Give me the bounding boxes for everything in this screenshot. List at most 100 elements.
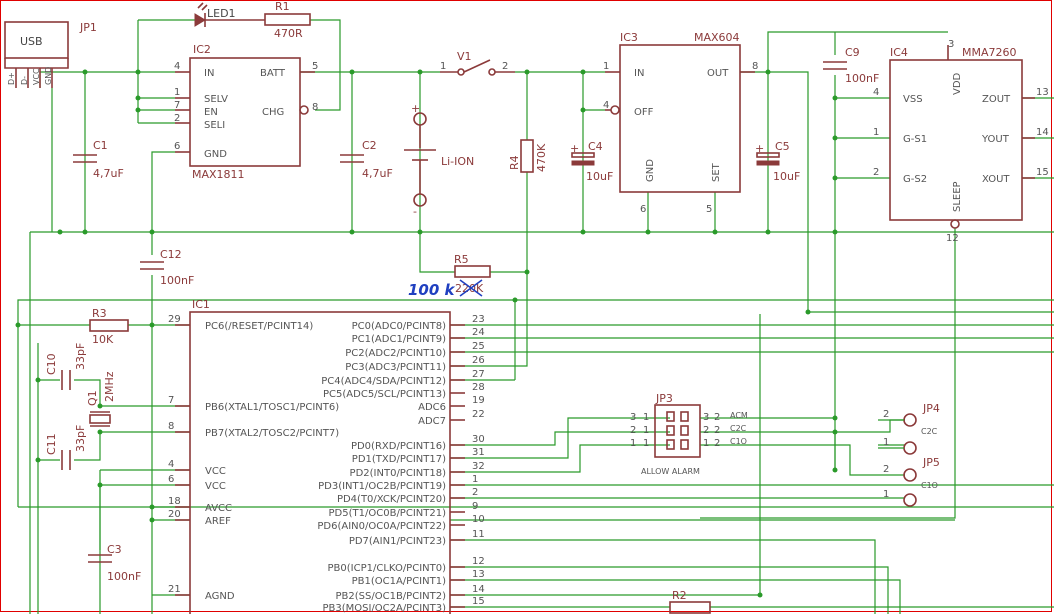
ic1-right-pin-number: 14 (472, 584, 485, 595)
ic1-left-pin-number: 29 (168, 314, 181, 325)
ic1-right-pin-number: 32 (472, 461, 485, 472)
ic4-pinnum-xout: 15 (1036, 167, 1049, 178)
ic1-right-pin-name: PC0(ADC0/PCINT8) (352, 321, 446, 332)
led1-ref: LED1 (207, 7, 236, 20)
c9-ref: C9 (845, 46, 860, 59)
ic1-right-pin-name: PD3(INT1/OC2B/PCINT19) (318, 481, 446, 492)
ic4-pin-gs1: G-S1 (903, 134, 927, 145)
ic1-right-pins: 23PC0(ADC0/PCINT8)24PC1(ADC1/PCINT9)25PC… (317, 314, 484, 614)
ic3-pin-off: OFF (634, 107, 654, 118)
jp3-l1b: 1 (643, 412, 649, 423)
ic4-pinnum-gs1: 1 (873, 127, 879, 138)
ic2-pin-batt: BATT (260, 68, 286, 79)
c5-value: 10uF (773, 170, 800, 183)
ic1-right-pin-number: 13 (472, 569, 485, 580)
r3-ref: R3 (92, 307, 107, 320)
capacitor-c9: C9 100nF (823, 46, 879, 85)
ic1-left-pin-name: AGND (205, 591, 235, 602)
resistor-r3: R3 10K (89, 307, 129, 346)
jp3-r1a: 3 (703, 412, 709, 423)
ic4-pinnum-yout: 14 (1036, 127, 1049, 138)
c12-value: 100nF (160, 274, 194, 287)
ic1-right-pin-name: PC2(ADC2/PCINT10) (345, 348, 446, 359)
usb-pin-vcc: VCC (32, 68, 41, 85)
ic3-pinnum-out: 8 (752, 61, 758, 72)
ic3-pinnum-off: 4 (603, 100, 609, 111)
capacitor-c10: C10 33pF (45, 343, 87, 390)
c1-value: 4,7uF (93, 167, 124, 180)
ic3-pinnum-set: 5 (706, 204, 712, 215)
usb-pin-dminus: D- (20, 76, 29, 85)
ic1-left-pin-number: 4 (168, 459, 174, 470)
jp3-l3a: 1 (630, 438, 636, 449)
c11-ref: C11 (45, 433, 58, 455)
jp3-r3b: 2 (714, 438, 720, 449)
jp5-pin1: 1 (883, 489, 889, 500)
r1-ref: R1 (275, 0, 290, 13)
ic1-microcontroller: IC1 29PC6(/RESET/PCINT14)7PB6(XTAL1/TOSC… (168, 298, 485, 614)
ic4-pinnum-vdd: 3 (948, 39, 954, 50)
ic3-pin-set: SET (711, 162, 722, 182)
jp3-r2a: 2 (703, 425, 709, 436)
jp3-signal-c2c: C2C (730, 424, 747, 433)
ic1-right-pin-name: PC5(ADC5/SCL/PCINT13) (323, 389, 446, 400)
ic2-pin-chg: CHG (262, 107, 284, 118)
c2-ref: C2 (362, 139, 377, 152)
jp5-ref: JP5 (922, 456, 940, 469)
ic2-max1811: IC2 MAX1811 IN SELV EN SELI GND BATT CHG… (174, 43, 318, 181)
ic1-right-pin-number: 25 (472, 341, 485, 352)
battery-li-ion: + - Li-ION (404, 102, 474, 218)
ic2-pinnum-en: 7 (174, 100, 180, 111)
ic1-right-pin-number: 31 (472, 447, 485, 458)
ic1-right-pin-name: PD4(T0/XCK/PCINT20) (337, 494, 446, 505)
ic1-left-pin-number: 8 (168, 421, 174, 432)
v1-ref: V1 (457, 50, 472, 63)
battery-minus: - (413, 205, 417, 218)
ic2-pinnum-chg: 8 (312, 102, 318, 113)
ic1-right-pin-number: 22 (472, 409, 485, 420)
ic1-left-pin-name: AREF (205, 516, 231, 527)
jp3-r2b: 2 (714, 425, 720, 436)
jp3-l2a: 2 (630, 425, 636, 436)
ic1-right-pin-name: PB3(MOSI/OC2A/PCINT3) (322, 603, 446, 614)
r5-handwritten-value: 100 k (408, 281, 456, 299)
jp4-pin2: 2 (883, 409, 889, 420)
resistor-r4: R4 470K (508, 139, 548, 173)
jp3-l3b: 1 (643, 438, 649, 449)
ic1-left-pin-number: 6 (168, 474, 174, 485)
jp3-signal-acm: ACM (730, 411, 748, 420)
ic1-right-pin-number: 12 (472, 556, 485, 567)
ic4-pin-vdd: VDD (952, 72, 963, 95)
led1: LED1 (194, 2, 265, 27)
ic1-right-pin-number: 26 (472, 355, 485, 366)
ic1-right-pin-name: PC3(ADC3/PCINT11) (345, 362, 446, 373)
r3-value: 10K (92, 333, 114, 346)
ic4-pin-sleep: SLEEP (952, 181, 963, 212)
jp3-l2b: 1 (643, 425, 649, 436)
ic1-ref: IC1 (192, 298, 210, 311)
c9-value: 100nF (845, 72, 879, 85)
ic2-pinnum-seli: 2 (174, 113, 180, 124)
ic3-ref: IC3 (620, 31, 638, 44)
jp4-label: C2C (921, 427, 938, 436)
jp3-ref: JP3 (655, 392, 673, 405)
jp4-ref: JP4 (922, 402, 940, 415)
jumper-jp3: JP3 ALLOW ALARM 3 1 2 1 1 1 3 2 2 2 1 2 … (630, 392, 748, 476)
ic1-left-pin-number: 20 (168, 509, 181, 520)
ic1-right-pin-number: 27 (472, 369, 485, 380)
ic1-right-pin-number: 9 (472, 501, 478, 512)
jumper-jp4: JP4 C2C 2 1 (878, 402, 940, 455)
v1-pin2: 2 (502, 61, 508, 72)
jp3-r3a: 1 (703, 438, 709, 449)
usb-pin-dplus: D+ (7, 72, 16, 85)
ic1-right-pin-name: PB2(SS/OC1B/PCINT2) (336, 591, 447, 602)
c1-ref: C1 (93, 139, 108, 152)
ic1-right-pin-number: 11 (472, 529, 485, 540)
ic1-left-pin-name: VCC (205, 481, 226, 492)
ic1-right-pin-name: ADC6 (418, 402, 446, 413)
c3-ref: C3 (107, 543, 122, 556)
c2-value: 4,7uF (362, 167, 393, 180)
jp3-l1a: 3 (630, 412, 636, 423)
ic2-pin-gnd: GND (204, 149, 227, 160)
